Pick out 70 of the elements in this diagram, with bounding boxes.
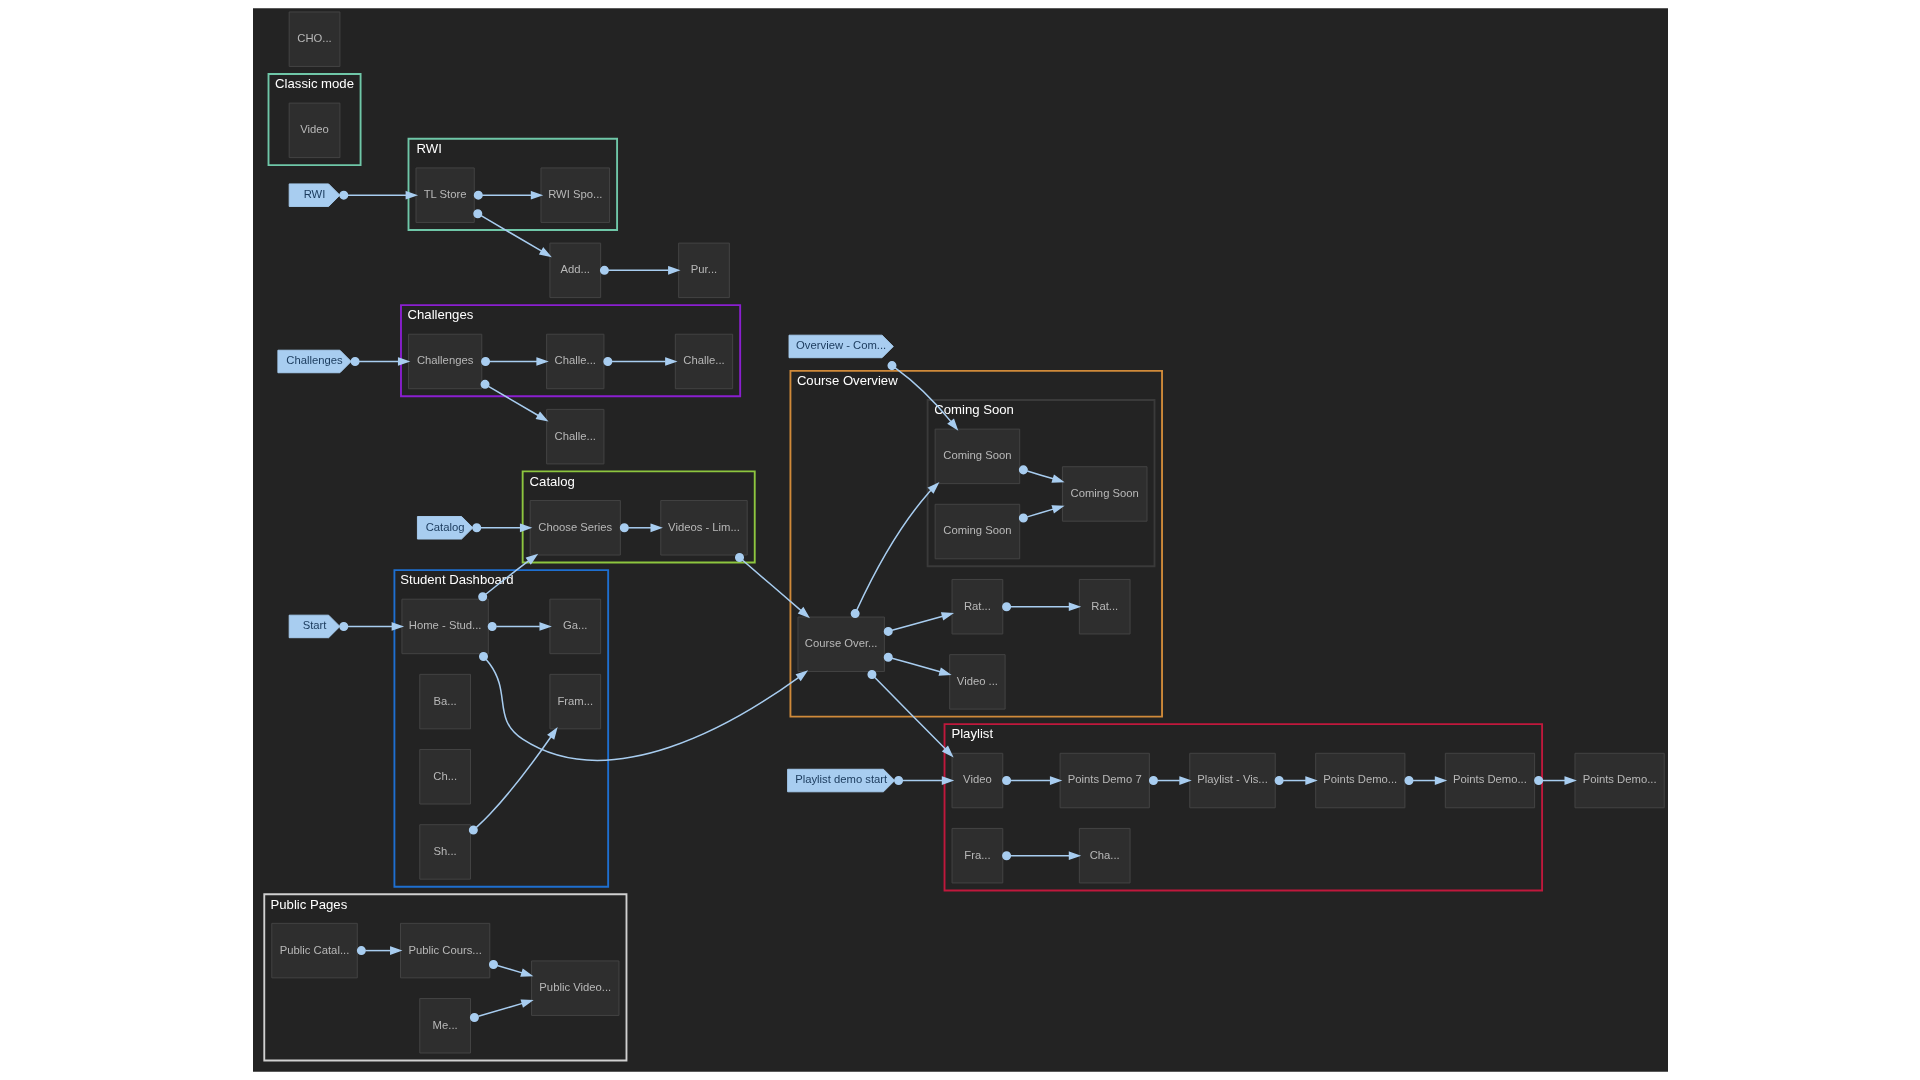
- node-box: Video ...: [948, 654, 1006, 710]
- arrow: [1533, 776, 1577, 786]
- arrow: [1018, 465, 1065, 483]
- arrow: [1148, 776, 1192, 786]
- arrow: [1001, 776, 1062, 786]
- node-box: Videos - Lim...: [659, 500, 748, 556]
- node-box: Choose Series: [529, 500, 621, 556]
- arrow: [480, 356, 549, 366]
- node-box: Cha...: [1078, 828, 1131, 884]
- arrow: [602, 356, 678, 366]
- node-box: Rat...: [951, 579, 1003, 635]
- node-box: Points Demo...: [1444, 752, 1535, 809]
- node-box: Video: [951, 752, 1003, 809]
- node-box: Course Over...: [797, 616, 885, 672]
- node-box: Coming Soon: [934, 503, 1020, 560]
- arrow: [350, 356, 410, 366]
- node-box: Public Video...: [530, 960, 619, 1016]
- arrow: [883, 612, 954, 636]
- arrow: [469, 999, 534, 1022]
- arrow: [887, 361, 958, 431]
- arrow: [468, 727, 558, 835]
- node-box: Pur...: [677, 242, 730, 299]
- node-box: Coming Soon: [934, 428, 1020, 485]
- node-box: Video: [288, 102, 340, 159]
- arrow: [338, 190, 418, 200]
- node-box: Points Demo 7: [1059, 752, 1150, 809]
- arrow: [478, 652, 808, 762]
- arrow: [488, 959, 533, 977]
- arrow: [1001, 851, 1081, 861]
- arrow: [356, 946, 402, 956]
- arrow: [1403, 776, 1447, 786]
- node-box: Points Demo...: [1574, 752, 1665, 809]
- arrow: [1018, 505, 1065, 523]
- node-box: RWI Spo...: [540, 167, 610, 223]
- node-box: Coming Soon: [1061, 466, 1147, 522]
- node-box: Fra...: [951, 828, 1003, 884]
- arrow: [734, 553, 810, 619]
- arrow: [473, 190, 543, 200]
- node-box: Public Catal...: [270, 922, 358, 979]
- node-box: Playlist - Vis...: [1188, 752, 1276, 809]
- node-box: Me...: [418, 998, 471, 1054]
- arrow: [487, 621, 552, 631]
- node-box: Challe...: [545, 333, 604, 390]
- node-box: Ch...: [418, 749, 471, 805]
- node-box: Public Cours...: [399, 922, 490, 979]
- node-box: Ga...: [548, 598, 601, 655]
- arrow: [480, 379, 548, 422]
- arrow: [893, 776, 954, 786]
- node-box: Challe...: [674, 333, 733, 390]
- node-box: Challe...: [545, 408, 604, 465]
- node-box: Points Demo...: [1314, 752, 1405, 809]
- arrow: [1274, 776, 1318, 786]
- arrow: [883, 652, 952, 676]
- node-box: Rat...: [1078, 579, 1131, 635]
- node-box: Sh...: [418, 824, 471, 880]
- arrow: [471, 523, 532, 533]
- node-box: Fram...: [548, 673, 601, 730]
- arrow: [850, 482, 939, 619]
- arrow: [866, 670, 954, 758]
- arrow: [472, 209, 552, 258]
- node-box: TL Store: [415, 167, 475, 223]
- node-box: Add...: [548, 242, 601, 299]
- arrow: [619, 523, 663, 533]
- arrow: [1001, 602, 1081, 612]
- node-box: Home - Stud...: [400, 598, 489, 655]
- arrow: [338, 621, 404, 631]
- node-box: Challenges: [407, 333, 482, 390]
- arrow: [599, 265, 680, 275]
- node-box: CHO...: [288, 11, 340, 67]
- node-box: Ba...: [418, 673, 471, 730]
